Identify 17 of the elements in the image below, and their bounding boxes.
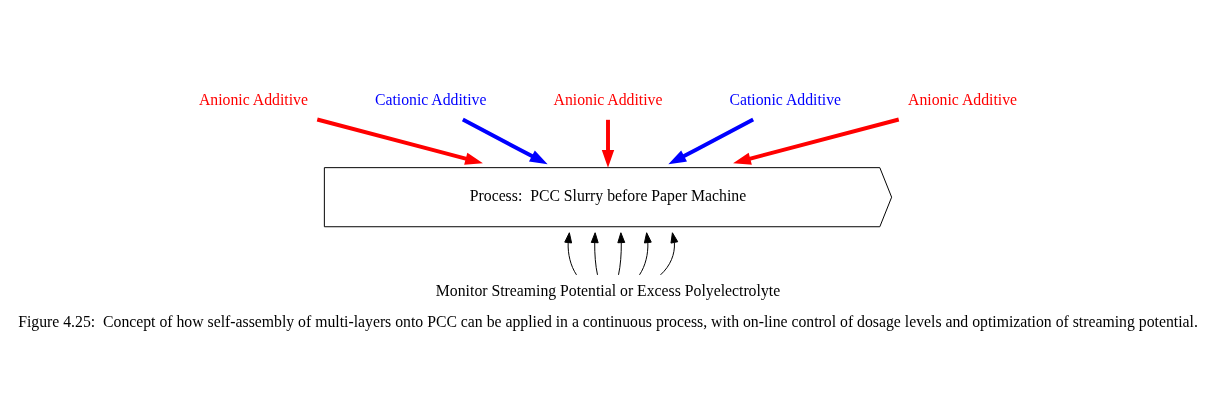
arrow [668,117,755,164]
arrow [601,119,615,168]
node-text: Anionic Additive [908,90,1018,108]
node-text: Anionic Additive [553,90,663,108]
arrow [660,231,679,275]
arrow [316,117,483,165]
arrow [617,231,626,275]
node-text: Cationic Additive [729,90,842,108]
arrow [733,117,900,165]
node-text: Anionic Additive [198,90,308,108]
node-text: Cationic Additive [374,90,487,108]
arrow [639,231,652,275]
arrow [590,231,599,275]
arrow [564,231,577,275]
arrow [461,117,548,164]
node-text: Monitor Streaming Potential or Excess Polyelectrolyte [435,281,781,299]
caption: Figure 4.25: Concept of how self-assembly of multi-layers onto PCC can be applied in a continuous process, with on-line control of dosage levels and optimization of streaming potential. [18,312,1198,330]
